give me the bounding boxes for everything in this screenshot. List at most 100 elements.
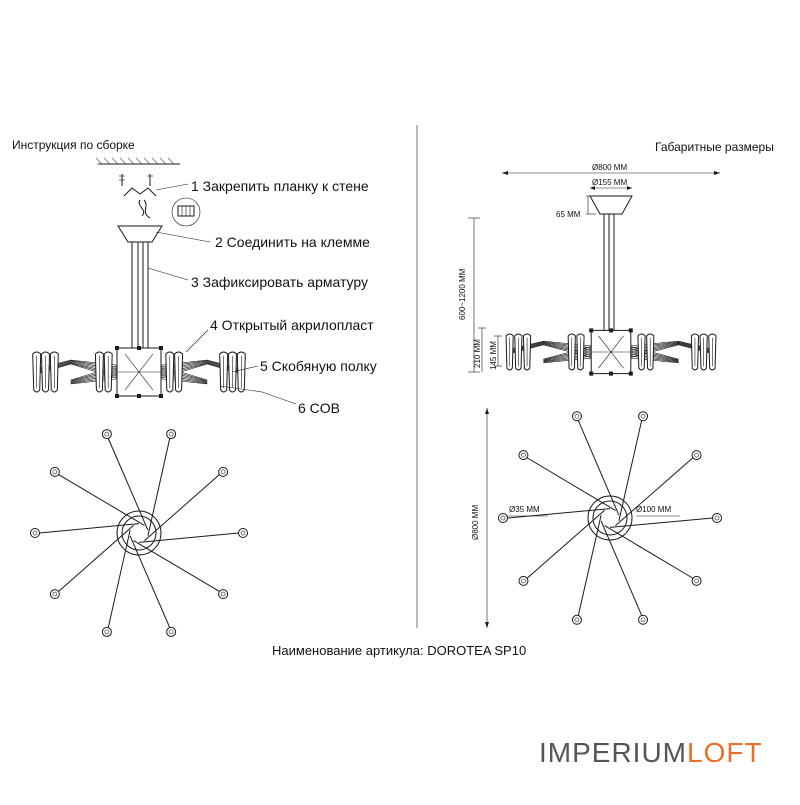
bolt xyxy=(115,346,119,350)
spoke-node-inner xyxy=(52,591,58,597)
spoke-node xyxy=(571,411,582,422)
height-range-label: 600~1200 MM xyxy=(458,268,467,320)
arm-rod xyxy=(628,355,679,363)
spoke-node xyxy=(30,528,40,538)
article-name: Наименование артикула: DOROTEA SP10 xyxy=(272,643,526,658)
spoke-node-inner xyxy=(168,431,174,437)
spoke-node xyxy=(166,626,177,637)
spoke-node xyxy=(218,466,229,477)
arm-rod xyxy=(543,355,594,363)
spoke-node-inner xyxy=(220,469,226,475)
spoke xyxy=(129,535,171,628)
dimensions-title: Габаритные размеры xyxy=(655,140,774,154)
bolt xyxy=(589,328,594,333)
spoke xyxy=(615,457,694,526)
body-height-label: 210 MM xyxy=(473,339,482,368)
body-height-dimension: 210 MM xyxy=(473,327,486,372)
spoke-node xyxy=(49,466,60,477)
stem-right xyxy=(603,214,615,330)
canopy-width-label: Ø155 MM xyxy=(592,178,627,187)
spoke-node xyxy=(638,411,649,422)
spoke xyxy=(526,510,605,579)
spoke xyxy=(577,420,620,516)
hub-outer xyxy=(587,495,633,541)
arm-rod xyxy=(628,357,679,364)
spoke xyxy=(147,438,171,536)
step-6-label: 6 COB xyxy=(298,400,340,416)
spoke xyxy=(526,457,616,511)
canopy-height-label: 65 MM xyxy=(556,210,581,219)
spoke-node-inner xyxy=(640,617,646,623)
arm-height-dimension: 145 MM xyxy=(489,335,502,370)
assembly-title: Инструкция по сборке xyxy=(12,138,135,152)
spoke xyxy=(39,523,140,534)
step-2-label: 2 Соединить на клемме xyxy=(215,234,370,250)
spoke-node-inner xyxy=(521,452,526,458)
bolt xyxy=(609,371,613,376)
hub-inner xyxy=(592,500,628,536)
spoke xyxy=(144,474,220,541)
spoke xyxy=(507,508,611,519)
arm-rod xyxy=(543,357,594,364)
center-body-cross xyxy=(124,353,154,391)
plan-diameter-label: Ø800 MM xyxy=(471,505,480,540)
spoke xyxy=(604,525,694,579)
spoke xyxy=(577,515,602,616)
spoke-node xyxy=(691,450,702,461)
spoke xyxy=(107,530,131,628)
chandelier-plan-view-left xyxy=(30,429,248,637)
spoke-node xyxy=(238,528,248,538)
arm-rod xyxy=(628,351,679,362)
spoke-node-inner xyxy=(574,617,580,623)
center-body-cross xyxy=(598,335,624,369)
stem-left xyxy=(131,242,189,350)
step-1-label: 1 Закрепить планку к стене xyxy=(191,178,369,194)
bolt xyxy=(609,328,613,333)
spoke-node xyxy=(638,614,649,625)
spoke xyxy=(107,438,149,531)
spoke-node xyxy=(101,626,112,637)
canopy-width-dimension: Ø155 MM xyxy=(590,178,632,190)
spoke-node-inner xyxy=(52,469,58,475)
ceiling-mount xyxy=(95,157,211,243)
arm-rod xyxy=(543,353,594,362)
step-5-label: 5 Скобяную полку xyxy=(260,358,377,374)
canopy-right xyxy=(589,195,633,215)
arm-rod xyxy=(543,351,594,362)
spoke xyxy=(58,525,134,592)
spoke-node-inner xyxy=(694,452,699,458)
bolt xyxy=(589,371,594,376)
hub-outer xyxy=(116,510,162,556)
spoke-node-inner xyxy=(220,591,226,597)
chandelier-side-view-left xyxy=(32,346,246,398)
bolt xyxy=(159,394,163,398)
spoke-node xyxy=(498,513,508,523)
spoke-node xyxy=(49,589,60,600)
spoke xyxy=(133,540,220,592)
spoke-node-inner xyxy=(714,515,720,521)
spoke-node-inner xyxy=(240,530,246,536)
spoke-node xyxy=(518,575,529,586)
spoke-node xyxy=(101,429,112,440)
node-diameter-label: Ø35 MM xyxy=(509,505,540,514)
overall-width-label: Ø800 MM xyxy=(592,163,627,172)
spoke xyxy=(138,532,239,543)
spoke xyxy=(600,520,643,616)
spoke-node-inner xyxy=(640,413,646,419)
bolt xyxy=(115,394,119,398)
arm-height-label: 145 MM xyxy=(489,341,498,370)
spoke-node-inner xyxy=(168,629,174,635)
spoke-node xyxy=(218,589,229,600)
spoke xyxy=(618,420,643,521)
spoke-node-inner xyxy=(104,431,110,437)
bolt xyxy=(628,328,633,333)
spoke xyxy=(58,474,145,526)
bolt xyxy=(137,394,141,398)
spoke-node xyxy=(712,513,722,523)
spoke xyxy=(609,517,713,528)
spoke-node-inner xyxy=(32,530,38,536)
plan-diameter-dimension: Ø800 MM xyxy=(471,408,489,628)
brand-logo-part2: LOFT xyxy=(687,737,763,768)
hub-inner xyxy=(121,515,157,551)
